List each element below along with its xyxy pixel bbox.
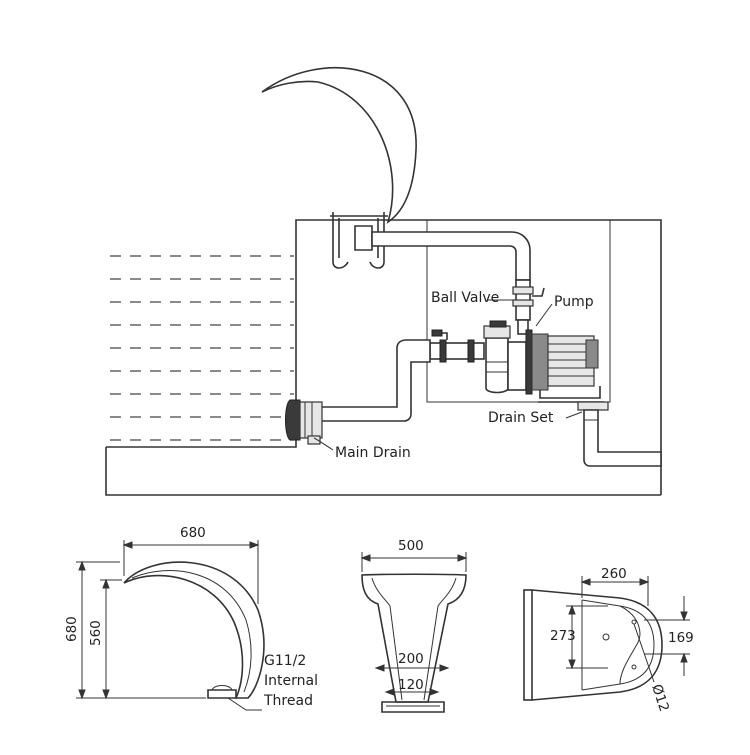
side-view-crescent [123, 561, 265, 699]
suction-pipe [319, 339, 431, 422]
ball-valve-label: Ball Valve [431, 290, 499, 306]
thread-leader [227, 697, 262, 711]
water-lines [110, 255, 294, 441]
top-view-backplate [523, 589, 533, 701]
drain-set [577, 401, 662, 467]
front-view-body [361, 573, 467, 703]
pool-basin-outline [105, 219, 662, 496]
pump-strainer [485, 337, 509, 394]
supply-pipe-stub [354, 225, 373, 251]
pump-label: Pump [554, 294, 594, 310]
main-drain-label: Main Drain [335, 445, 411, 461]
inlet-valve [429, 329, 485, 363]
supply-pipe-top [371, 231, 531, 281]
equipment-room-wall [426, 220, 611, 403]
thread-label-line1: G11/2 [264, 653, 306, 669]
front-view-base [381, 701, 445, 713]
top-view-hole [602, 633, 610, 641]
thread-label-line3: Thread [263, 693, 313, 709]
diameter-leader [633, 623, 655, 683]
dim-front-base: 120 [398, 677, 424, 693]
dim-side-width: 680 [180, 525, 206, 541]
dim-top-hole: Ø12 [648, 682, 672, 713]
crescent-hook-left [332, 212, 349, 269]
top-view-outline [531, 589, 663, 701]
dim-front-lower: 200 [398, 651, 424, 667]
pump-leader [535, 303, 553, 327]
dim-side-inner-height: 560 [88, 620, 104, 646]
front-view-drawing: 500 200 120 [360, 538, 468, 713]
crescent-hook-right [369, 212, 385, 269]
top-view-drawing: 260 273 169 Ø12 [523, 566, 694, 714]
waterfall-crescent [261, 66, 417, 224]
pool-installation-scheme: Ball Valve Pump Drain Set Main Drain [105, 66, 662, 496]
dim-top-depth: 260 [601, 566, 627, 582]
main-drain-leader [313, 437, 334, 451]
dim-top-outer: 273 [550, 628, 576, 644]
drain-set-label: Drain Set [488, 410, 554, 426]
pump [483, 320, 604, 403]
thread-label-line2: Internal [264, 673, 318, 689]
thread-fitting [207, 689, 237, 699]
side-view-drawing: 680 680 560 G11/2 Internal Thread [64, 525, 318, 711]
dim-front-top: 500 [398, 538, 424, 554]
main-drain-fitting [285, 399, 323, 445]
ball-valve [512, 279, 545, 335]
drain-set-leader [565, 411, 583, 419]
dim-side-height: 680 [64, 616, 80, 642]
dim-top-inner: 169 [668, 630, 694, 646]
